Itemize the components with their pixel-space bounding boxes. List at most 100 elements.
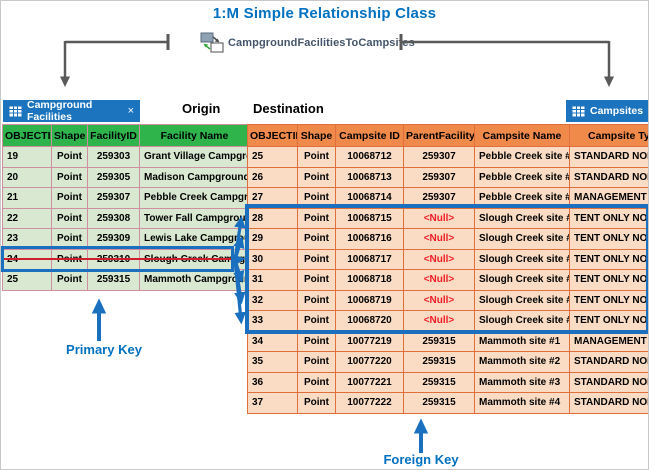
table-cell[interactable]: 29 [247, 228, 298, 250]
table-cell[interactable]: 10068716 [335, 228, 404, 250]
table-cell[interactable]: <Null> [403, 310, 475, 332]
column-header[interactable]: OBJECTID [2, 124, 52, 147]
table-cell[interactable]: <Null> [403, 207, 475, 229]
table-cell[interactable]: 10077222 [335, 392, 404, 414]
table-cell[interactable]: Point [51, 146, 88, 168]
table-cell[interactable]: Point [297, 392, 336, 414]
table-cell[interactable]: TENT ONLY NONELECTRIC [569, 310, 648, 332]
table-cell[interactable]: 36 [247, 371, 298, 393]
table-cell[interactable]: Mammoth Campground [139, 269, 250, 291]
table-cell[interactable]: Point [51, 166, 88, 188]
table-cell[interactable]: 259305 [87, 166, 140, 188]
table-cell[interactable]: 23 [2, 228, 52, 250]
table-cell[interactable]: Mammoth site #3 [474, 371, 570, 393]
table-cell[interactable]: 26 [247, 166, 298, 188]
table-cell[interactable]: 10068712 [335, 146, 404, 168]
table-cell[interactable]: 21 [2, 187, 52, 209]
table-cell[interactable]: Point [297, 146, 336, 168]
column-header[interactable]: FacilityID [87, 124, 140, 147]
table-cell[interactable]: 25 [2, 269, 52, 291]
column-header[interactable]: Facility Name [139, 124, 250, 147]
table-cell[interactable]: <Null> [403, 228, 475, 250]
column-header[interactable]: OBJECTID [247, 124, 298, 147]
table-cell[interactable]: Pebble Creek site #26 [474, 166, 570, 188]
table-cell[interactable]: 259315 [87, 269, 140, 291]
table-cell[interactable]: 259308 [87, 207, 140, 229]
table-cell[interactable]: 25 [247, 146, 298, 168]
table-cell[interactable]: TENT ONLY NONELECTRIC [569, 269, 648, 291]
close-icon[interactable]: × [127, 105, 134, 117]
table-cell[interactable]: STANDARD NONELECTRIC [569, 351, 648, 373]
table-cell[interactable]: Point [297, 289, 336, 311]
table-cell[interactable]: STANDARD NONELECTRIC [569, 392, 648, 414]
tab-campground-facilities[interactable]: Campground Facilities × [3, 99, 140, 123]
column-header[interactable]: Shape [51, 124, 88, 147]
table-cell[interactable]: Pebble Creek site #27 [474, 187, 570, 209]
column-header[interactable]: Campsite ID [335, 124, 404, 147]
table-cell[interactable]: Point [297, 166, 336, 188]
table-cell[interactable]: 259307 [403, 166, 475, 188]
table-cell[interactable]: Point [51, 269, 88, 291]
table-cell[interactable]: TENT ONLY NONELECTRIC [569, 207, 648, 229]
table-cell[interactable]: 259315 [403, 392, 475, 414]
table-cell[interactable]: Mammoth site #1 [474, 330, 570, 352]
table-cell[interactable]: Lewis Lake Campground [139, 228, 250, 250]
table-cell[interactable]: 259309 [87, 228, 140, 250]
table-cell[interactable]: Tower Fall Campground [139, 207, 250, 229]
table-cell[interactable]: Pebble Creek Campground [139, 187, 250, 209]
table-cell[interactable]: 19 [2, 146, 52, 168]
table-cell[interactable]: STANDARD NONELECTRIC [569, 371, 648, 393]
table-cell[interactable]: 10068714 [335, 187, 404, 209]
table-cell[interactable]: STANDARD NONELECTRIC [569, 146, 648, 168]
tab-campsites[interactable]: Campsites × [566, 100, 648, 122]
table-cell[interactable]: Slough Creek site #5 [474, 289, 570, 311]
table-cell[interactable]: 259307 [87, 187, 140, 209]
table-cell[interactable]: Mammoth site #2 [474, 351, 570, 373]
table-cell[interactable]: <Null> [403, 289, 475, 311]
table-cell[interactable]: 30 [247, 248, 298, 270]
table-cell[interactable]: 35 [247, 351, 298, 373]
table-cell[interactable]: 22 [2, 207, 52, 229]
table-cell[interactable]: MANAGEMENT [569, 187, 648, 209]
table-cell[interactable]: 28 [247, 207, 298, 229]
table-cell[interactable]: Slough Creek site #6 [474, 310, 570, 332]
table-cell[interactable]: 10077221 [335, 371, 404, 393]
table-cell[interactable]: 259315 [403, 351, 475, 373]
table-cell[interactable]: 10068718 [335, 269, 404, 291]
table-cell[interactable]: 259307 [403, 146, 475, 168]
table-cell[interactable]: STANDARD NONELECTRIC [569, 166, 648, 188]
table-cell[interactable]: 259315 [403, 371, 475, 393]
table-cell[interactable]: 259303 [87, 146, 140, 168]
table-cell[interactable]: 10077219 [335, 330, 404, 352]
table-cell[interactable]: Grant Village Campground [139, 146, 250, 168]
table-cell[interactable]: Slough Creek site #1 [474, 207, 570, 229]
table-cell[interactable]: 34 [247, 330, 298, 352]
table-cell[interactable]: Madison Campground [139, 166, 250, 188]
column-header[interactable]: ParentFacilityID [403, 124, 475, 147]
table-cell[interactable]: Slough Creek site #4 [474, 269, 570, 291]
table-cell[interactable]: 32 [247, 289, 298, 311]
table-cell[interactable]: 20 [2, 166, 52, 188]
table-cell[interactable]: Point [297, 351, 336, 373]
table-cell[interactable]: Slough Creek site #2 [474, 228, 570, 250]
column-header[interactable]: Campsite Type [569, 124, 648, 147]
table-cell[interactable]: Point [297, 269, 336, 291]
table-cell[interactable]: Point [297, 371, 336, 393]
table-cell[interactable]: 10068717 [335, 248, 404, 270]
table-cell[interactable]: TENT ONLY NONELECTRIC [569, 289, 648, 311]
column-header[interactable]: Shape [297, 124, 336, 147]
table-cell[interactable]: Point [297, 228, 336, 250]
table-cell[interactable]: Point [297, 330, 336, 352]
